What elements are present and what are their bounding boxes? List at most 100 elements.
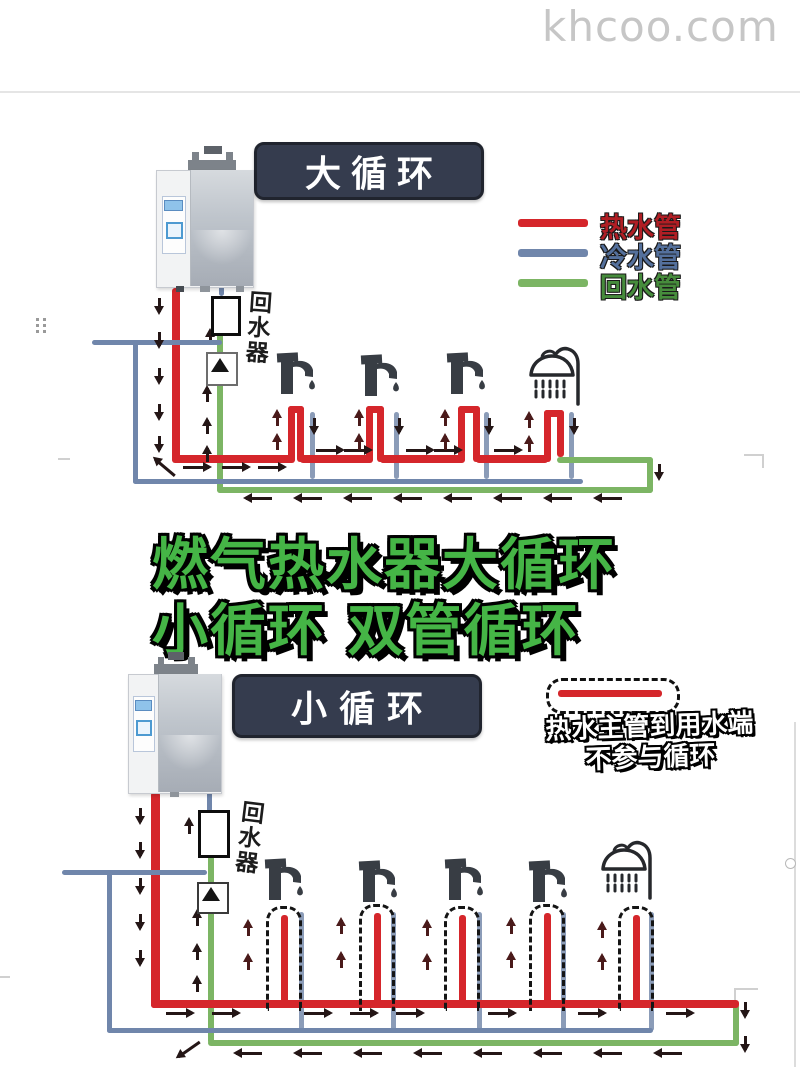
flow-arrow xyxy=(493,493,522,502)
check-valve-arrow xyxy=(211,358,229,372)
flow-arrow xyxy=(243,919,252,936)
heater-vent-icon xyxy=(154,664,198,674)
flow-arrow xyxy=(488,1008,517,1017)
faucet-icon xyxy=(268,350,324,398)
hot-water-pipe xyxy=(366,406,373,462)
hot-water-pipe xyxy=(544,913,551,1004)
flow-arrow xyxy=(222,462,251,471)
flow-arrow xyxy=(202,445,211,462)
flow-arrow xyxy=(440,433,449,450)
cold-water-pipe xyxy=(62,870,207,875)
flow-arrow xyxy=(343,493,372,502)
selection-corner-mark xyxy=(734,988,736,1000)
faucet-icon xyxy=(438,350,494,398)
hot-water-pipe xyxy=(288,406,295,462)
flow-arrow xyxy=(350,1008,379,1017)
flow-arrow xyxy=(154,298,163,315)
return-water-pipe xyxy=(208,1040,739,1046)
flow-arrow xyxy=(192,909,201,926)
flow-arrow xyxy=(135,878,144,895)
hot-water-pipe xyxy=(557,410,564,457)
flow-arrow xyxy=(336,917,345,934)
hot-water-pipe xyxy=(459,915,466,1004)
hot-water-pipe xyxy=(473,406,480,462)
flow-arrow xyxy=(192,975,201,992)
hot-water-pipe xyxy=(377,406,384,462)
flow-arrow xyxy=(243,953,252,970)
hot-water-pipe xyxy=(544,410,564,417)
flow-arrow xyxy=(336,951,345,968)
drag-handle-dots[interactable] xyxy=(36,318,48,335)
legend-hot-label: 热水管 xyxy=(600,213,681,244)
heater-vent-icon xyxy=(192,152,199,161)
heater-vent-icon xyxy=(168,652,184,660)
heater-vent-icon xyxy=(226,152,233,161)
heater-vent-icon xyxy=(204,146,222,154)
flow-arrow xyxy=(258,462,287,471)
hot-water-pipe xyxy=(458,406,465,462)
cold-water-pipe xyxy=(310,412,315,479)
heater-front-panel xyxy=(190,170,253,286)
hot-water-pipe xyxy=(380,455,465,463)
heater-qr-label xyxy=(166,222,183,239)
faucet-icon xyxy=(520,858,576,906)
shower-icon xyxy=(522,344,586,408)
hot-water-pipe xyxy=(288,406,304,413)
flow-arrow xyxy=(272,433,281,450)
flow-arrow xyxy=(192,943,201,960)
flow-arrow xyxy=(524,411,533,428)
flow-arrow xyxy=(135,950,144,967)
flow-arrow xyxy=(394,418,403,435)
return-water-device xyxy=(198,810,230,858)
faucet-icon xyxy=(256,856,312,904)
flow-arrow xyxy=(177,1040,201,1058)
shower-icon xyxy=(594,838,658,902)
hot-water-pipe xyxy=(366,406,384,413)
return-water-pipe xyxy=(647,457,653,493)
heater-qr-label xyxy=(136,720,152,736)
flow-arrow xyxy=(443,493,472,502)
no-circulation-dashed-outline xyxy=(529,904,565,1011)
flow-arrow xyxy=(434,445,463,454)
flow-arrow xyxy=(304,1008,333,1017)
selection-handle[interactable] xyxy=(785,858,796,869)
flow-arrow xyxy=(524,435,533,452)
flow-arrow xyxy=(293,1048,322,1057)
flow-arrow xyxy=(202,385,211,402)
legend-cold-line xyxy=(518,249,588,257)
flow-arrow xyxy=(653,1048,682,1057)
selection-corner-mark xyxy=(734,988,758,990)
flow-arrow xyxy=(293,493,322,502)
flow-arrow xyxy=(406,445,435,454)
selection-corner-mark xyxy=(58,458,70,460)
hot-water-pipe xyxy=(172,455,295,463)
hot-water-pipe xyxy=(544,410,551,462)
no-circulation-dashed-outline xyxy=(266,906,302,1011)
flow-arrow xyxy=(316,445,345,454)
no-circulation-dashed-outline xyxy=(618,906,654,1011)
hot-water-pipe xyxy=(633,915,640,1004)
flow-arrow xyxy=(506,951,515,968)
hot-water-pipe-symbol xyxy=(558,690,662,697)
flow-arrow xyxy=(569,418,578,435)
legend-return-label: 回水管 xyxy=(600,273,681,304)
flow-arrow xyxy=(354,433,363,450)
title-label: 大循环 xyxy=(304,154,443,195)
hot-water-pipe xyxy=(300,455,373,463)
cold-water-pipe xyxy=(107,1028,653,1033)
legend-return-line xyxy=(518,279,588,287)
diagram-title-small-circulation: 小循环 xyxy=(232,674,482,738)
flow-arrow xyxy=(666,1008,695,1017)
selection-corner-mark xyxy=(0,976,10,978)
flow-arrow xyxy=(184,817,193,834)
flow-arrow xyxy=(740,1036,749,1053)
selection-edge-line xyxy=(794,722,796,1067)
flow-arrow xyxy=(243,493,272,502)
flow-arrow xyxy=(154,404,163,421)
flow-arrow xyxy=(354,409,363,426)
heater-vent-icon xyxy=(188,160,236,171)
return-water-pipe xyxy=(217,331,223,493)
no-circulation-dashed-outline xyxy=(359,904,395,1011)
flow-arrow xyxy=(422,953,431,970)
